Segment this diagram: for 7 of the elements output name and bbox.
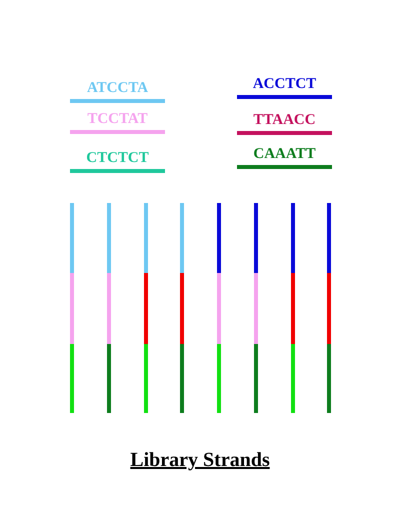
- sequence-label: TCCTAT: [87, 112, 148, 127]
- sequence-label: TTAACC: [253, 113, 316, 128]
- sequence-label: CAAATT: [253, 147, 316, 162]
- sequence-label: CTCTCT: [86, 151, 149, 166]
- sequence-label: ACCTCT: [252, 77, 316, 92]
- diagram-title: Library Strands: [130, 449, 270, 472]
- sequence-label: ATCCTA: [86, 81, 148, 96]
